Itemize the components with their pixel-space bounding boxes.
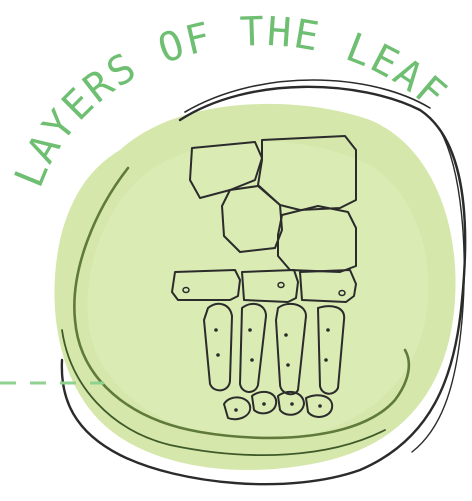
leaf-disc (54, 104, 455, 470)
